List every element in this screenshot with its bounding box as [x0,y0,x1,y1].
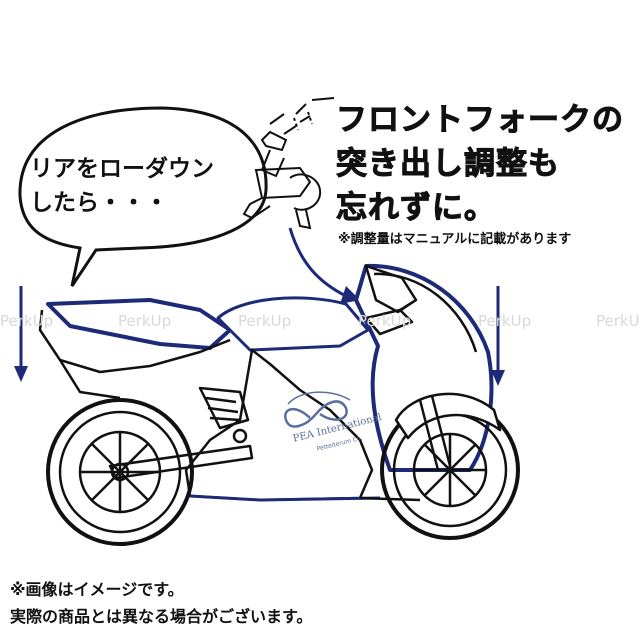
speech-bubble [18,106,268,287]
watermark-text: PerkUp [0,312,54,330]
watermark-text: PerkUp [238,312,292,330]
adjustment-note: ※調整量はマニュアルに記載があります [338,232,572,247]
callout-heading: フロントフォークの 突き出し調整も 忘れずに。 [336,102,624,227]
disclaimer-line-2: 実際の商品とは異なる場合がございます。 [10,607,313,626]
right-down-arrow [491,286,505,386]
speech-bubble-text: リアをローダウン したら・・・ [30,156,214,216]
left-down-arrow [14,286,28,382]
watermark-text: PerkUp [596,312,640,330]
handlebar-detail [242,97,335,230]
watermark-text: PerkUp [118,312,172,330]
disclaimer-line-1: ※画像はイメージです。 [10,580,184,599]
infinity-logo [284,391,351,428]
motorcycle-illustration [38,263,520,546]
watermark-text: PerkUp [358,312,412,330]
watermark-text: PerkUp [478,312,532,330]
